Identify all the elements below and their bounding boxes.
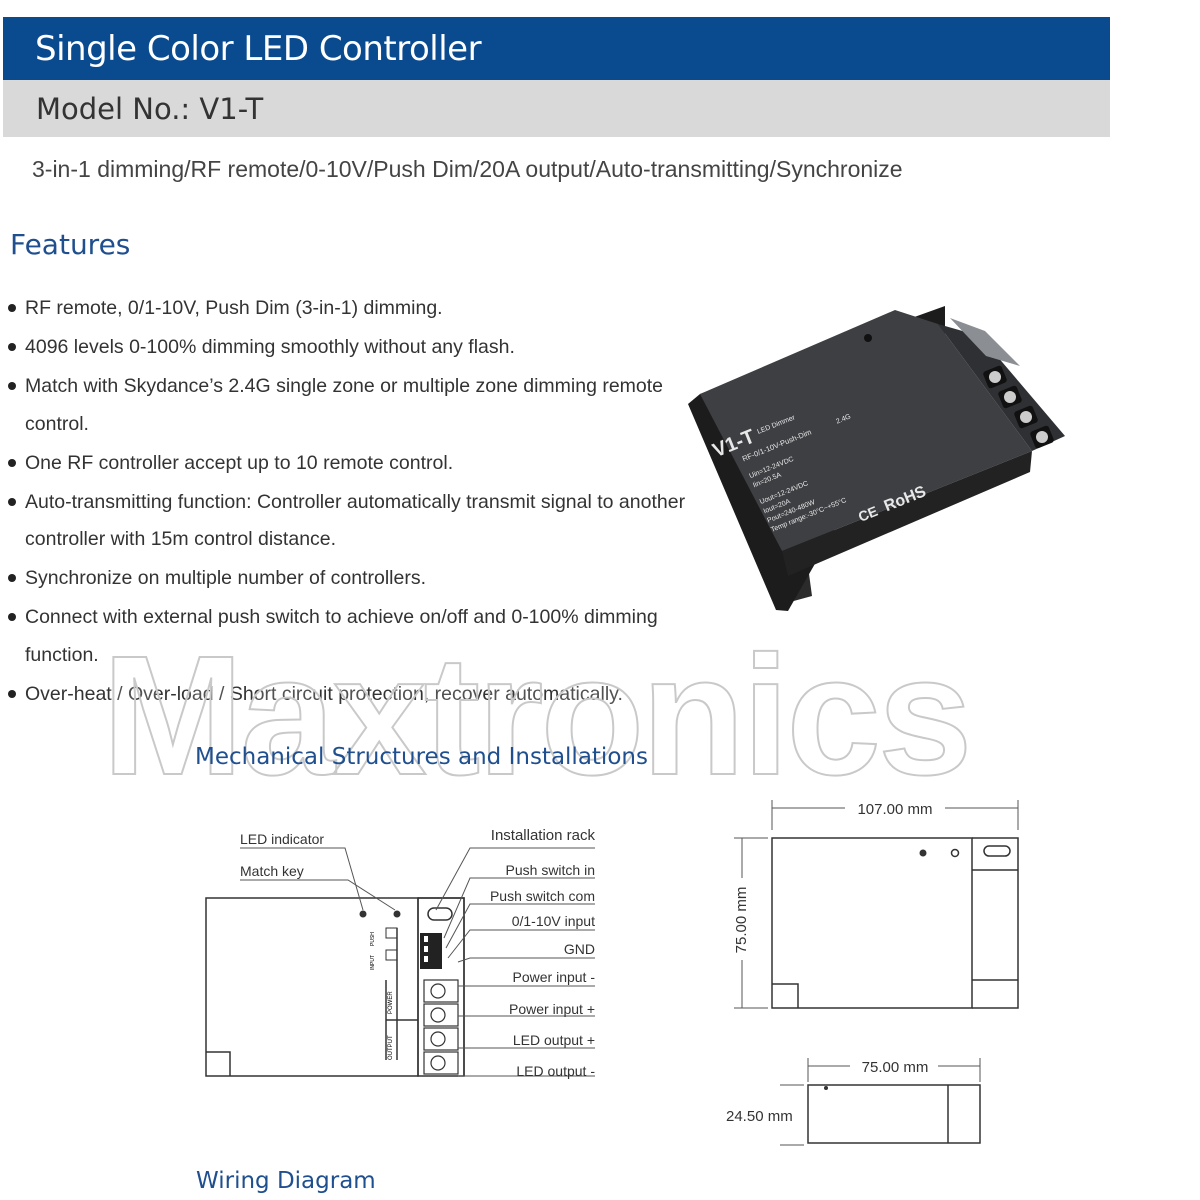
page-title: Single Color LED Controller [35,29,482,69]
dimension-drawing: 107.00 mm 75.00 mm 75.00 mm 24.50 mm [726,800,1019,1146]
label-power-plus: Power input + [509,1001,595,1017]
label-push-switch-com: Push switch com [490,888,595,904]
led-indicator-icon [359,910,367,918]
panel-push: PUSH [370,932,376,946]
features-heading: Features [10,228,131,261]
label-installation-rack: Installation rack [491,827,596,844]
subtitle: 3-in-1 dimming/RF remote/0-10V/Push Dim/… [32,156,903,182]
mechanical-heading: Mechanical Structures and Installations [195,744,648,770]
ce-mark: CE [856,503,880,525]
feature-item: Over-heat / Over-load / Short circuit pr… [7,676,687,714]
panel-power: POWER [388,991,394,1014]
label-led-minus: LED output - [516,1063,595,1079]
label-power-minus: Power input - [513,969,596,985]
panel-output: OUTPUT [388,1035,394,1060]
feature-item: 4096 levels 0-100% dimming smoothly with… [7,329,687,367]
dim-height: 75.00 mm [733,887,750,954]
label-led-plus: LED output + [513,1032,595,1048]
dim-width: 107.00 mm [857,801,932,818]
label-match-key: Match key [240,863,304,879]
feature-list: RF remote, 0/1-10V, Push Dim (3-in-1) di… [7,290,687,715]
product-photo: V1-T LED Dimmer RF-0/1-10V-Push-Dim 2.4G… [688,306,1065,611]
dim-thickness: 24.50 mm [726,1108,793,1125]
wiring-heading: Wiring Diagram [196,1168,376,1194]
match-key-icon [950,848,960,858]
label-gnd: GND [564,941,595,957]
label-input-010: 0/1-10V input [512,913,595,929]
label-led-indicator: LED indicator [240,831,324,847]
panel-input: INPUT [370,955,376,970]
model-number: Model No.: V1-T [36,92,264,126]
feature-item: One RF controller accept up to 10 remote… [7,445,687,483]
feature-item: RF remote, 0/1-10V, Push Dim (3-in-1) di… [7,290,687,328]
feature-item: Auto-transmitting function: Controller a… [7,484,687,559]
dim-depth: 75.00 mm [862,1059,929,1076]
label-push-switch-in: Push switch in [506,862,595,878]
model-bar: Model No.: V1-T [3,80,1110,137]
mechanical-front-view: PUSH INPUT POWER OUTPUT LED indicator Ma… [205,827,596,1079]
led-indicator-icon [864,334,872,342]
feature-item: Connect with external push switch to ach… [7,599,687,674]
led-indicator-icon [919,849,927,857]
feature-item: Synchronize on multiple number of contro… [7,560,687,598]
feature-item: Match with Skydance’s 2.4G single zone o… [7,368,687,443]
match-key-icon [393,910,401,918]
title-banner: Single Color LED Controller [3,17,1110,80]
